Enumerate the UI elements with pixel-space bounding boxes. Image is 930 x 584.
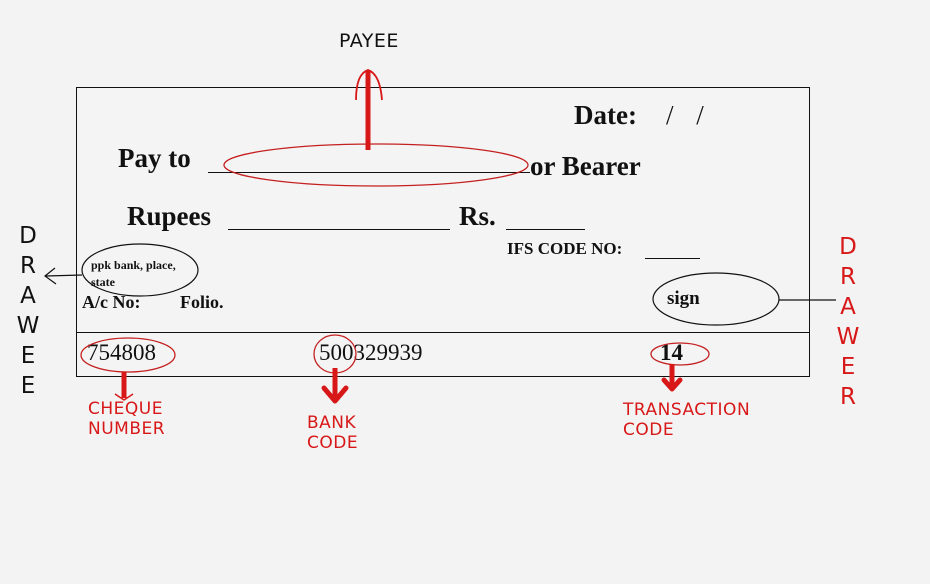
bank-code: 500329939	[319, 340, 423, 365]
drawee-letter: R	[20, 253, 36, 279]
account-number-label: A/c No:	[82, 292, 141, 312]
transaction-code-annotation: TRANSACTION CODE	[623, 400, 750, 440]
signature-label: sign	[667, 288, 700, 309]
bank-code-ellipse	[313, 334, 357, 374]
drawer-letter: E	[840, 354, 856, 380]
bank-info-line2: state	[91, 275, 115, 289]
payee-line	[208, 172, 530, 173]
annotation-line: NUMBER	[88, 419, 166, 439]
signature-ellipse	[652, 272, 780, 326]
date-label: Date:	[574, 100, 637, 130]
payee-annotation: PAYEE	[339, 30, 399, 52]
drawer-annotation: D R A W E R	[836, 232, 860, 412]
amount-words-line	[228, 229, 450, 230]
annotation-line: TRANSACTION	[623, 400, 751, 420]
drawer-letter: D	[839, 234, 857, 260]
bank-info-ellipse	[81, 243, 199, 297]
pay-to-label: Pay to	[118, 143, 191, 173]
drawee-arrow-icon	[45, 274, 83, 277]
micr-divider	[76, 332, 810, 333]
drawee-letter: E	[20, 343, 36, 369]
cheque-number: 754808	[87, 340, 156, 365]
drawee-letter: W	[16, 313, 40, 339]
date-value: / /	[666, 100, 712, 130]
ifs-code-label: IFS CODE NO:	[507, 239, 623, 258]
annotation-line: CODE	[623, 420, 675, 440]
drawee-letter: D	[19, 223, 37, 249]
cheque-number-annotation: CHEQUE NUMBER	[88, 399, 165, 439]
bank-info: ppk bank, place, state	[91, 257, 176, 291]
drawer-letter: A	[840, 294, 856, 320]
drawer-letter: W	[836, 324, 860, 350]
folio-label: Folio.	[180, 292, 224, 312]
transaction-code-ellipse	[650, 342, 710, 366]
transaction-code: 14	[660, 340, 683, 365]
bank-code-annotation: BANK CODE	[307, 413, 358, 453]
amount-figures-line	[506, 229, 585, 230]
drawee-letter: E	[20, 373, 36, 399]
drawee-annotation: D R A W E E	[16, 221, 40, 401]
annotation-line: CODE	[307, 433, 359, 453]
bank-info-line1: ppk bank, place,	[91, 258, 176, 272]
drawer-letter: R	[840, 264, 856, 290]
payee-ellipse	[223, 143, 529, 187]
or-bearer-label: or Bearer	[530, 151, 641, 181]
drawee-letter: A	[20, 283, 36, 309]
rs-label: Rs.	[459, 201, 496, 231]
annotation-line: CHEQUE	[88, 399, 163, 419]
annotation-line: BANK	[307, 413, 357, 433]
ifs-code-line	[645, 258, 700, 259]
drawer-letter: R	[840, 384, 856, 410]
cheque-number-ellipse	[80, 337, 176, 373]
cheque-outline	[76, 87, 810, 377]
rupees-label: Rupees	[127, 201, 212, 231]
